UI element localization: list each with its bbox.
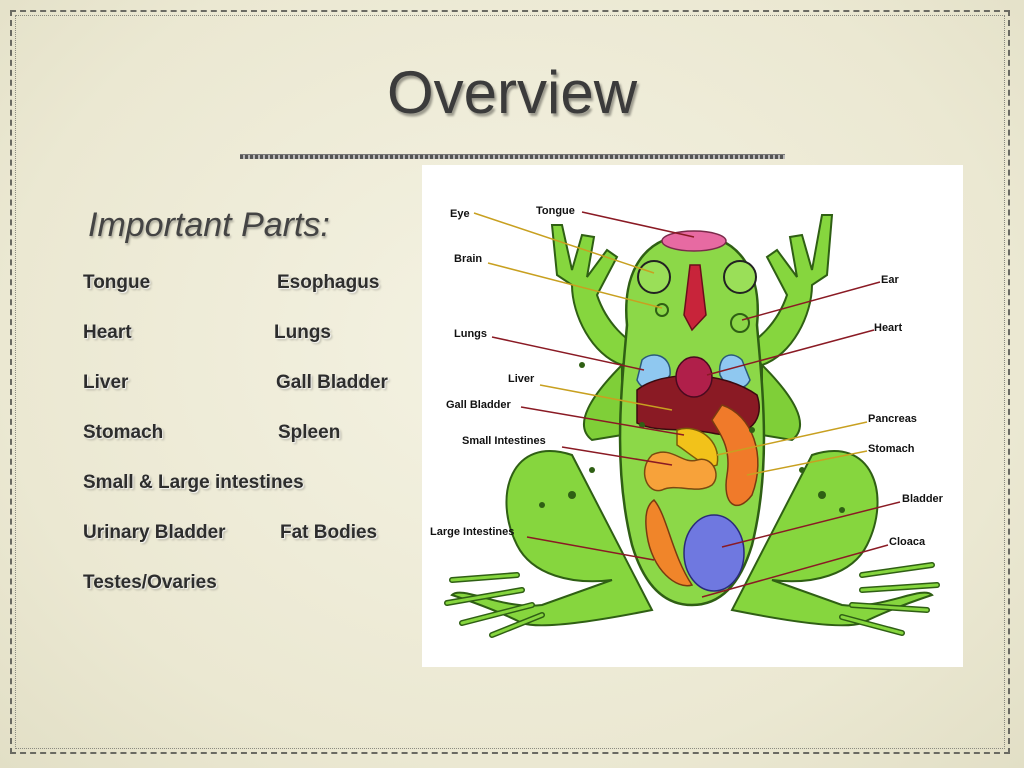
label-ear: Ear	[881, 274, 899, 286]
slide-title: Overview	[386, 59, 638, 126]
part-lungs: Lungs	[274, 322, 331, 343]
part-esophagus: Esophagus	[277, 272, 380, 293]
label-pancreas: Pancreas	[868, 413, 917, 425]
label-lungs: Lungs	[454, 328, 487, 340]
frog-bladder	[683, 514, 745, 592]
label-tongue: Tongue	[536, 205, 575, 217]
part-testes-ovaries: Testes/Ovaries	[83, 572, 217, 593]
frog-illustration: Eye Tongue Brain Ear Heart Lungs Liver G…	[430, 205, 944, 638]
frog-large-intestine	[645, 498, 694, 587]
frog-esophagus	[683, 264, 707, 332]
part-fat-bodies: Fat Bodies	[280, 522, 378, 543]
frog-heart	[675, 356, 713, 398]
part-stomach: Stomach	[83, 422, 164, 443]
frog-eye-right	[723, 260, 757, 294]
label-small-intestines: Small Intestines	[462, 435, 546, 447]
label-brain: Brain	[454, 253, 482, 265]
frog-eye-left	[637, 260, 671, 294]
slide-border-outer	[10, 10, 1010, 754]
frog-small-intestines	[643, 451, 717, 492]
diagram-leader-lines	[473, 211, 901, 598]
label-heart: Heart	[874, 322, 902, 334]
label-cloaca: Cloaca	[889, 536, 926, 548]
frog-gall-bladder	[676, 427, 719, 467]
part-spleen: Spleen	[278, 422, 341, 443]
label-stomach: Stomach	[868, 443, 915, 455]
frog-mouth-tongue	[661, 230, 727, 252]
part-heart: Heart	[83, 322, 132, 343]
title-divider	[240, 154, 785, 159]
frog-anatomy-diagram: Eye Tongue Brain Ear Heart Lungs Liver G…	[422, 165, 963, 667]
label-liver: Liver	[508, 373, 535, 385]
frog-lung-right	[718, 354, 751, 389]
slide-border-inner	[15, 15, 1005, 749]
subtitle: Important Parts:	[88, 206, 330, 244]
label-bladder: Bladder	[902, 493, 944, 505]
label-gall-bladder: Gall Bladder	[446, 399, 512, 411]
label-large-intestines: Large Intestines	[430, 526, 514, 538]
part-liver: Liver	[83, 372, 129, 393]
label-eye: Eye	[450, 208, 470, 220]
part-gall-bladder: Gall Bladder	[276, 372, 388, 393]
part-urinary-bladder: Urinary Bladder	[83, 522, 226, 543]
frog-spots	[539, 362, 845, 513]
part-tongue: Tongue	[83, 272, 151, 293]
frog-stomach	[711, 404, 759, 507]
frog-front-legs	[550, 214, 834, 442]
part-intestines: Small & Large intestines	[83, 472, 304, 493]
